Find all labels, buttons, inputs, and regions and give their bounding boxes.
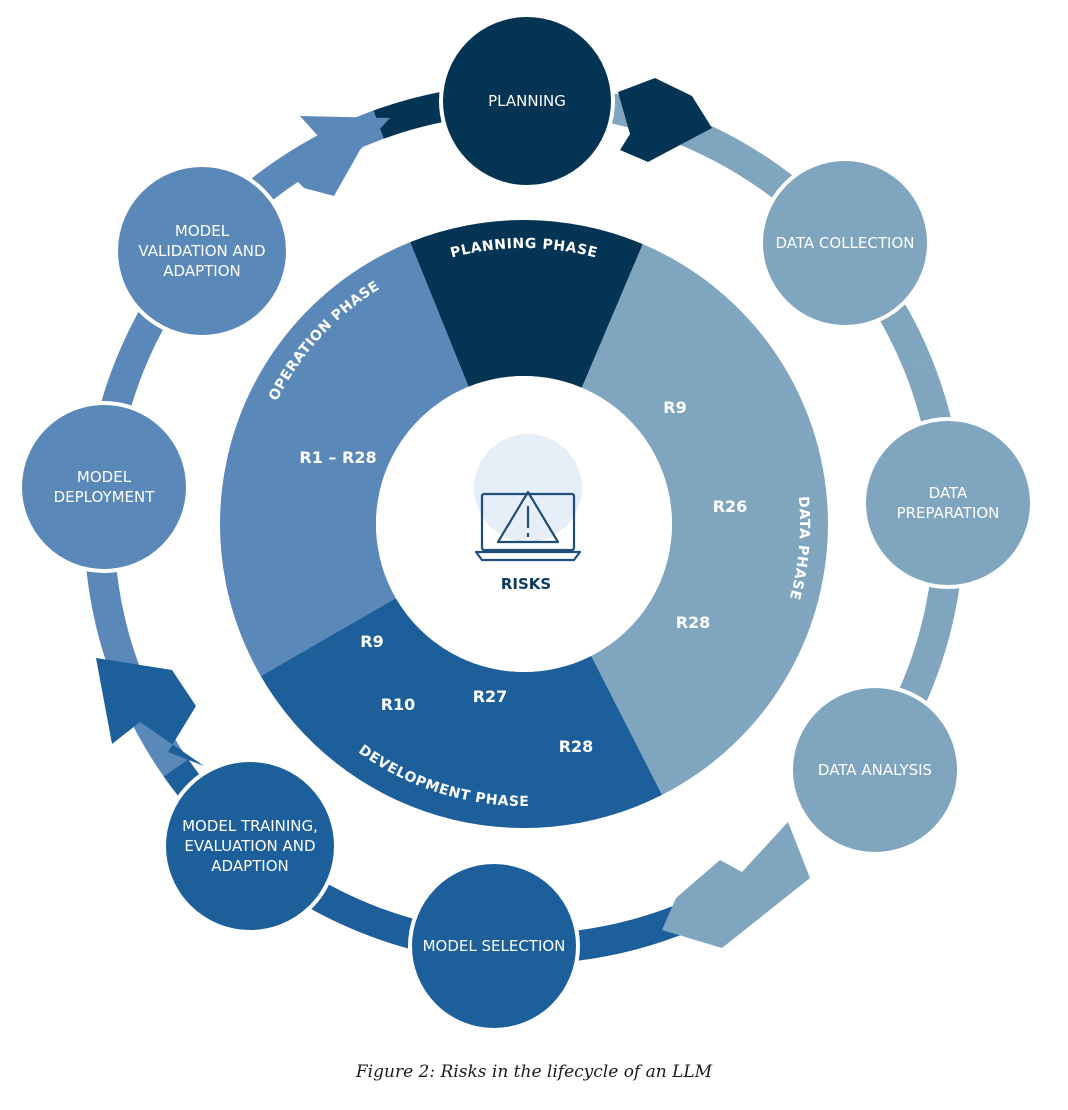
node-data-preparation-circle (862, 417, 1034, 589)
operation-phase-wedge (219, 242, 469, 676)
node-data-preparation-label: DATA (929, 484, 968, 502)
figure-caption: Figure 2: Risks in the lifecycle of an L… (355, 1062, 713, 1082)
node-model-deployment-label: MODEL (77, 468, 132, 486)
node-data-analysis: DATA ANALYSIS (789, 684, 961, 856)
node-data-collection: DATA COLLECTION (759, 157, 931, 329)
development-phase-risk: R9 (360, 632, 383, 651)
development-phase-risk: R28 (559, 737, 594, 756)
development-phase-risk: R10 (381, 695, 416, 714)
arrow-planning-to-data (618, 78, 712, 162)
arrow-operation-to-planning (286, 116, 390, 196)
node-model-training-circle (162, 758, 338, 934)
node-model-deployment-circle (18, 401, 190, 573)
node-model-validation-circle (114, 163, 290, 339)
operation-phase-risk: R1 – R28 (299, 448, 376, 467)
node-data-analysis-circle (789, 684, 961, 856)
node-planning-circle (439, 13, 615, 189)
ring-segment-operation-a (83, 271, 189, 777)
node-model-selection-label: MODEL SELECTION (423, 937, 566, 955)
development-phase-risk: R27 (473, 687, 508, 706)
data-phase-risk: R28 (676, 613, 711, 632)
data-phase-wedge (581, 244, 829, 795)
node-model-training-label: EVALUATION AND (184, 837, 315, 855)
planning-phase-wedge (410, 220, 643, 388)
center-risks-label: RISKS (501, 575, 551, 593)
node-model-validation-label: MODEL (175, 222, 230, 240)
node-data-collection-circle (759, 157, 931, 329)
node-model-deployment-label: DEPLOYMENT (54, 488, 156, 506)
node-model-training-label: MODEL TRAINING, (182, 817, 318, 835)
center-area: RISKS (376, 376, 672, 672)
data-phase-risk: R9 (663, 398, 686, 417)
warning-monitor-icon (474, 490, 582, 562)
development-phase-wedge (260, 598, 663, 829)
node-data-analysis-label: DATA ANALYSIS (818, 761, 932, 779)
node-model-validation-label: ADAPTION (163, 262, 240, 280)
node-model-training-label: ADAPTION (211, 857, 288, 875)
node-model-validation-label: VALIDATION AND (138, 242, 265, 260)
node-model-selection: MODEL SELECTION (408, 860, 580, 1032)
data-phase-risk: R26 (713, 497, 748, 516)
node-data-preparation: DATA PREPARATION (862, 417, 1034, 589)
node-planning-label: PLANNING (488, 92, 566, 110)
node-planning: PLANNING (439, 13, 615, 189)
node-model-validation: MODEL VALIDATION AND ADAPTION (114, 163, 290, 339)
center-highlight-circle (474, 434, 582, 542)
arrow-data-to-development (662, 822, 810, 948)
node-data-collection-label: DATA COLLECTION (776, 234, 915, 252)
node-data-preparation-label: PREPARATION (897, 504, 1000, 522)
node-model-selection-circle (408, 860, 580, 1032)
node-model-deployment: MODEL DEPLOYMENT (18, 401, 190, 573)
node-model-training: MODEL TRAINING, EVALUATION AND ADAPTION (162, 758, 338, 934)
arrow-development-to-operation (96, 658, 204, 766)
cycle-arrows (96, 78, 810, 948)
